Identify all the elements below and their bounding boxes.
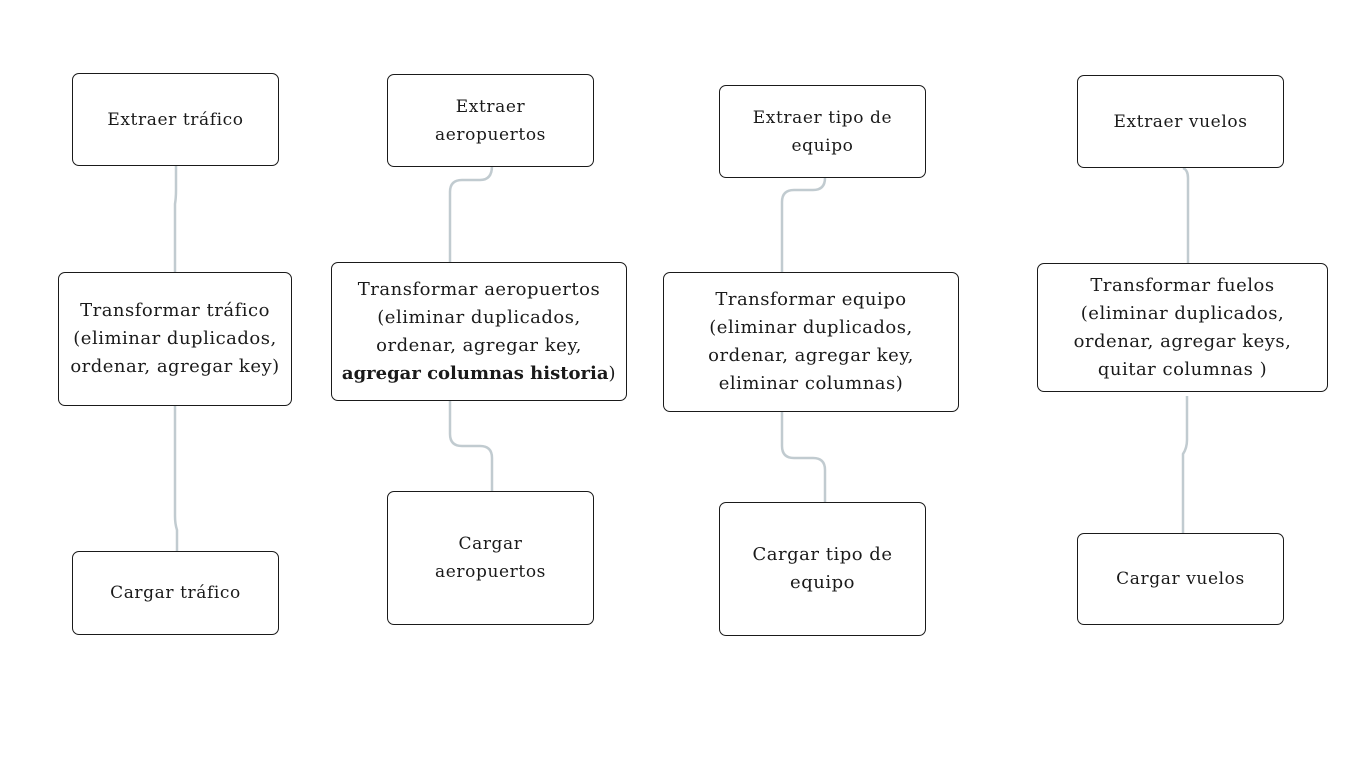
load-vuelos-label: Cargar vuelos [1116,569,1245,589]
transform-vuelos-node[interactable]: Transformar fuelos (eliminar duplicados,… [1037,263,1328,392]
connector-transform-to-load-equipo [780,412,827,502]
transform-trafico-label: Transformar tráfico (eliminar duplicados… [70,300,280,377]
extract-aeropuertos-node[interactable]: Extraer aeropuertos [387,74,594,167]
transform-aeropuertos-node[interactable]: Transformar aeropuertos (eliminar duplic… [331,262,627,401]
connector-extract-to-transform-aeropuertos [448,165,494,262]
transform-aeropuertos-bold-text: agregar columnas historia [341,362,609,384]
load-vuelos-node[interactable]: Cargar vuelos [1077,533,1284,625]
extract-trafico-node[interactable]: Extraer tráfico [72,73,279,166]
transform-equipo-label: Transformar equipo (eliminar duplicados,… [708,289,914,394]
load-trafico-node[interactable]: Cargar tráfico [72,551,279,635]
transform-aeropuertos-end-text: ) [608,362,617,384]
transform-equipo-node[interactable]: Transformar equipo (eliminar duplicados,… [663,272,959,412]
transform-aeropuertos-label: Transformar aeropuertos (eliminar duplic… [338,276,620,388]
connector-transform-to-load-trafico [173,406,179,551]
connector-transform-to-load-vuelos [1181,396,1189,533]
extract-equipo-label: Extraer tipo de equipo [752,107,893,156]
load-aeropuertos-label: Cargar aeropuertos [435,534,546,582]
load-trafico-label: Cargar tráfico [110,583,241,603]
transform-trafico-node[interactable]: Transformar tráfico (eliminar duplicados… [58,272,292,406]
load-equipo-label: Cargar tipo de equipo [752,544,893,593]
extract-vuelos-node[interactable]: Extraer vuelos [1077,75,1284,168]
extract-trafico-label: Extraer tráfico [107,109,244,130]
extract-aeropuertos-label: Extraer aeropuertos [435,96,546,145]
extract-equipo-node[interactable]: Extraer tipo de equipo [719,85,926,178]
load-equipo-node[interactable]: Cargar tipo de equipo [719,502,926,636]
transform-vuelos-label: Transformar fuelos (eliminar duplicados,… [1073,274,1292,380]
extract-vuelos-label: Extraer vuelos [1113,111,1248,132]
transform-aeropuertos-text: Transformar aeropuertos (eliminar duplic… [357,278,601,356]
connector-extract-to-transform-trafico [173,166,178,272]
connector-extract-to-transform-vuelos [1182,166,1190,263]
load-aeropuertos-node[interactable]: Cargar aeropuertos [387,491,594,625]
connector-transform-to-load-aeropuertos [448,401,494,491]
connector-extract-to-transform-equipo [780,177,827,272]
